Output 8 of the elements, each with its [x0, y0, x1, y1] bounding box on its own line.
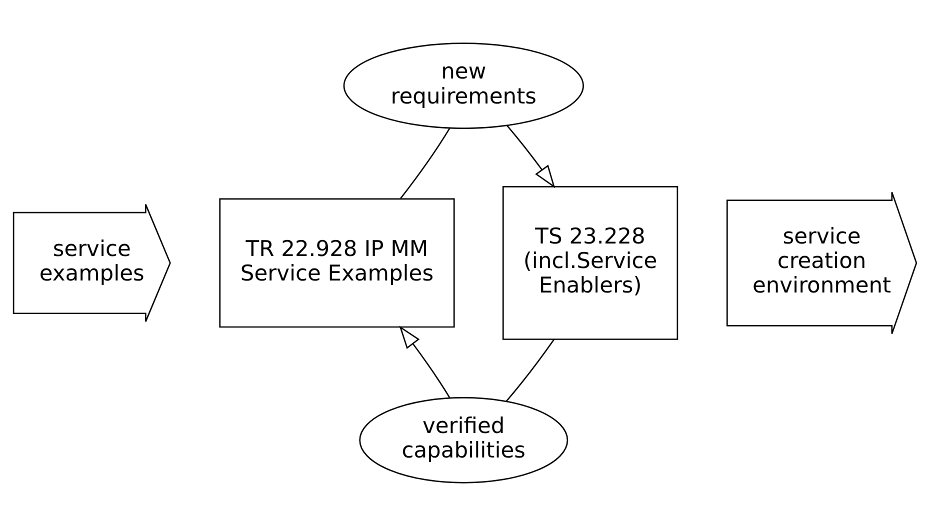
connector — [400, 128, 450, 199]
connector — [506, 338, 555, 402]
node-box: TR 22.928 IP MM Service Examples — [219, 198, 455, 328]
node-ellipse: verified capabilities — [359, 396, 568, 484]
node-box: TS 23.228 (incl.Service Enablers) — [502, 186, 678, 340]
node-ellipse: new requirements — [343, 42, 584, 130]
arrow — [399, 326, 450, 398]
arrow — [506, 125, 556, 188]
